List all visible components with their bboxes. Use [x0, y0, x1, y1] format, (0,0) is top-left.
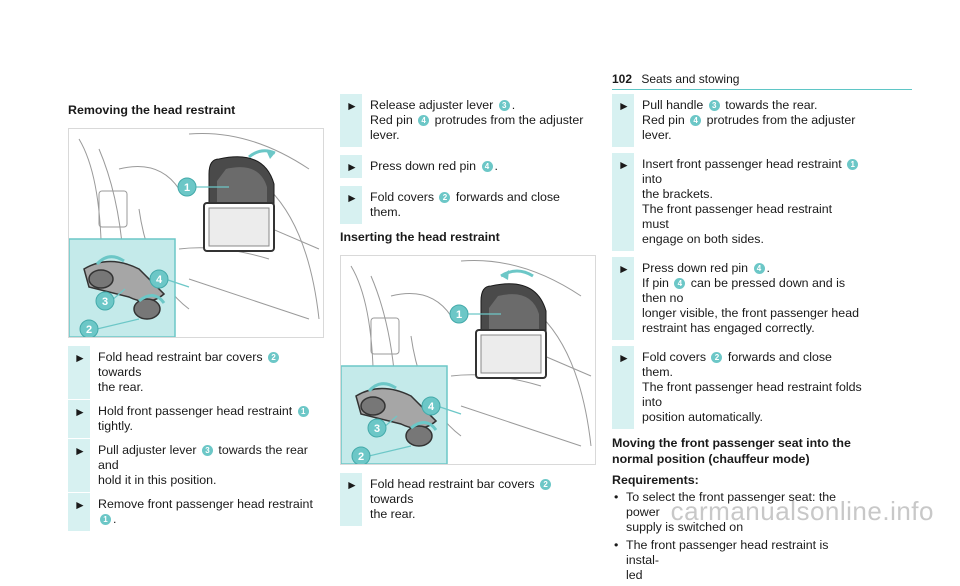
bullet-icon: •	[614, 490, 619, 504]
seat-illustration: 1 4 3 2	[69, 132, 320, 337]
badge-2: 2	[711, 352, 723, 363]
seat-illustration: 1 4 3 2	[341, 259, 592, 464]
step-remove-head-restraint: ► Remove front passenger head restraint …	[68, 493, 318, 531]
arrow-right-icon: ►	[346, 160, 358, 174]
arrow-right-icon: ►	[74, 351, 86, 365]
section-name: Seats and stowing	[641, 72, 740, 86]
figure-removing-head-restraint: 1 4 3 2	[68, 128, 324, 338]
figure-inserting-head-restraint: 1 4 3 2	[340, 255, 596, 465]
badge-1: 1	[297, 406, 309, 417]
callout-3: 3	[374, 423, 380, 435]
arrow-right-icon: ►	[618, 158, 630, 172]
badge-4: 4	[418, 115, 430, 126]
column-removing: Removing the head restraint	[68, 98, 324, 536]
page-header: 102 Seats and stowing	[612, 72, 739, 86]
badge-3: 3	[498, 100, 510, 111]
callout-1-circle	[177, 177, 197, 197]
badge-4: 4	[690, 115, 702, 126]
step-release-adjuster-lever: ► Release adjuster lever 3. Red pin 4 pr…	[340, 94, 590, 147]
step-fold-covers-forward: ► Fold covers 2 forwards and close them.	[340, 186, 590, 224]
arrow-right-icon: ►	[74, 498, 86, 512]
step-pull-adjuster-lever: ► Pull adjuster lever 3 towards the rear…	[68, 439, 318, 492]
callout-4: 4	[428, 401, 435, 413]
arrow-right-icon: ►	[346, 99, 358, 113]
badge-3: 3	[201, 445, 213, 456]
callout-3: 3	[102, 296, 108, 308]
arrow-right-icon: ►	[618, 99, 630, 113]
badge-4: 4	[674, 278, 686, 289]
arrow-right-icon: ►	[74, 405, 86, 419]
header-rule	[612, 89, 912, 90]
bullet-icon: •	[614, 538, 619, 552]
badge-1: 1	[847, 159, 859, 170]
page-number: 102	[612, 72, 633, 86]
callout-1: 1	[456, 309, 462, 321]
step-fold-covers-forward: ► Fold covers 2 forwards and close them.…	[612, 346, 862, 429]
requirements-label: Requirements:	[612, 473, 699, 487]
arrow-right-icon: ►	[74, 444, 86, 458]
arrow-right-icon: ►	[346, 478, 358, 492]
step-pull-handle: ► Pull handle 3 towards the rear. Red pi…	[612, 94, 862, 147]
arrow-right-icon: ►	[618, 262, 630, 276]
callout-2: 2	[358, 451, 364, 463]
step-insert-head-restraint: ► Insert front passenger head restraint …	[612, 153, 862, 251]
requirement-item: • The front passenger head restraint is …	[614, 538, 829, 582]
watermark: carmanualsonline.info	[670, 496, 934, 526]
badge-2: 2	[268, 352, 280, 363]
badge-4: 4	[481, 161, 493, 172]
badge-2: 2	[540, 479, 552, 490]
step-press-red-pin: ► Press down red pin 4.	[340, 155, 590, 178]
section-title-removing: Removing the head restraint	[68, 103, 236, 117]
badge-2: 2	[439, 192, 451, 203]
callout-4: 4	[156, 274, 163, 286]
step-press-red-pin: ► Press down red pin 4. If pin 4 can be …	[612, 257, 862, 340]
step-fold-bar-covers: ► Fold head restraint bar covers 2 towar…	[340, 473, 590, 526]
callout-2: 2	[86, 324, 92, 336]
column-inserting: ► Release adjuster lever 3. Red pin 4 pr…	[340, 94, 596, 531]
badge-4: 4	[753, 263, 765, 274]
requirement-item: • To select the front passenger seat: th…	[614, 490, 837, 534]
arrow-right-icon: ►	[618, 351, 630, 365]
callout-1: 1	[184, 182, 190, 194]
badge-3: 3	[708, 100, 720, 111]
section-title-chauffeur-mode: Moving the front passenger seat into the…	[612, 436, 851, 466]
section-title-inserting: Inserting the head restraint	[340, 230, 500, 244]
arrow-right-icon: ►	[346, 191, 358, 205]
step-fold-bar-covers: ► Fold head restraint bar covers 2 towar…	[68, 346, 318, 399]
badge-1: 1	[100, 514, 111, 525]
step-hold-head-restraint: ► Hold front passenger head restraint 1 …	[68, 400, 318, 438]
